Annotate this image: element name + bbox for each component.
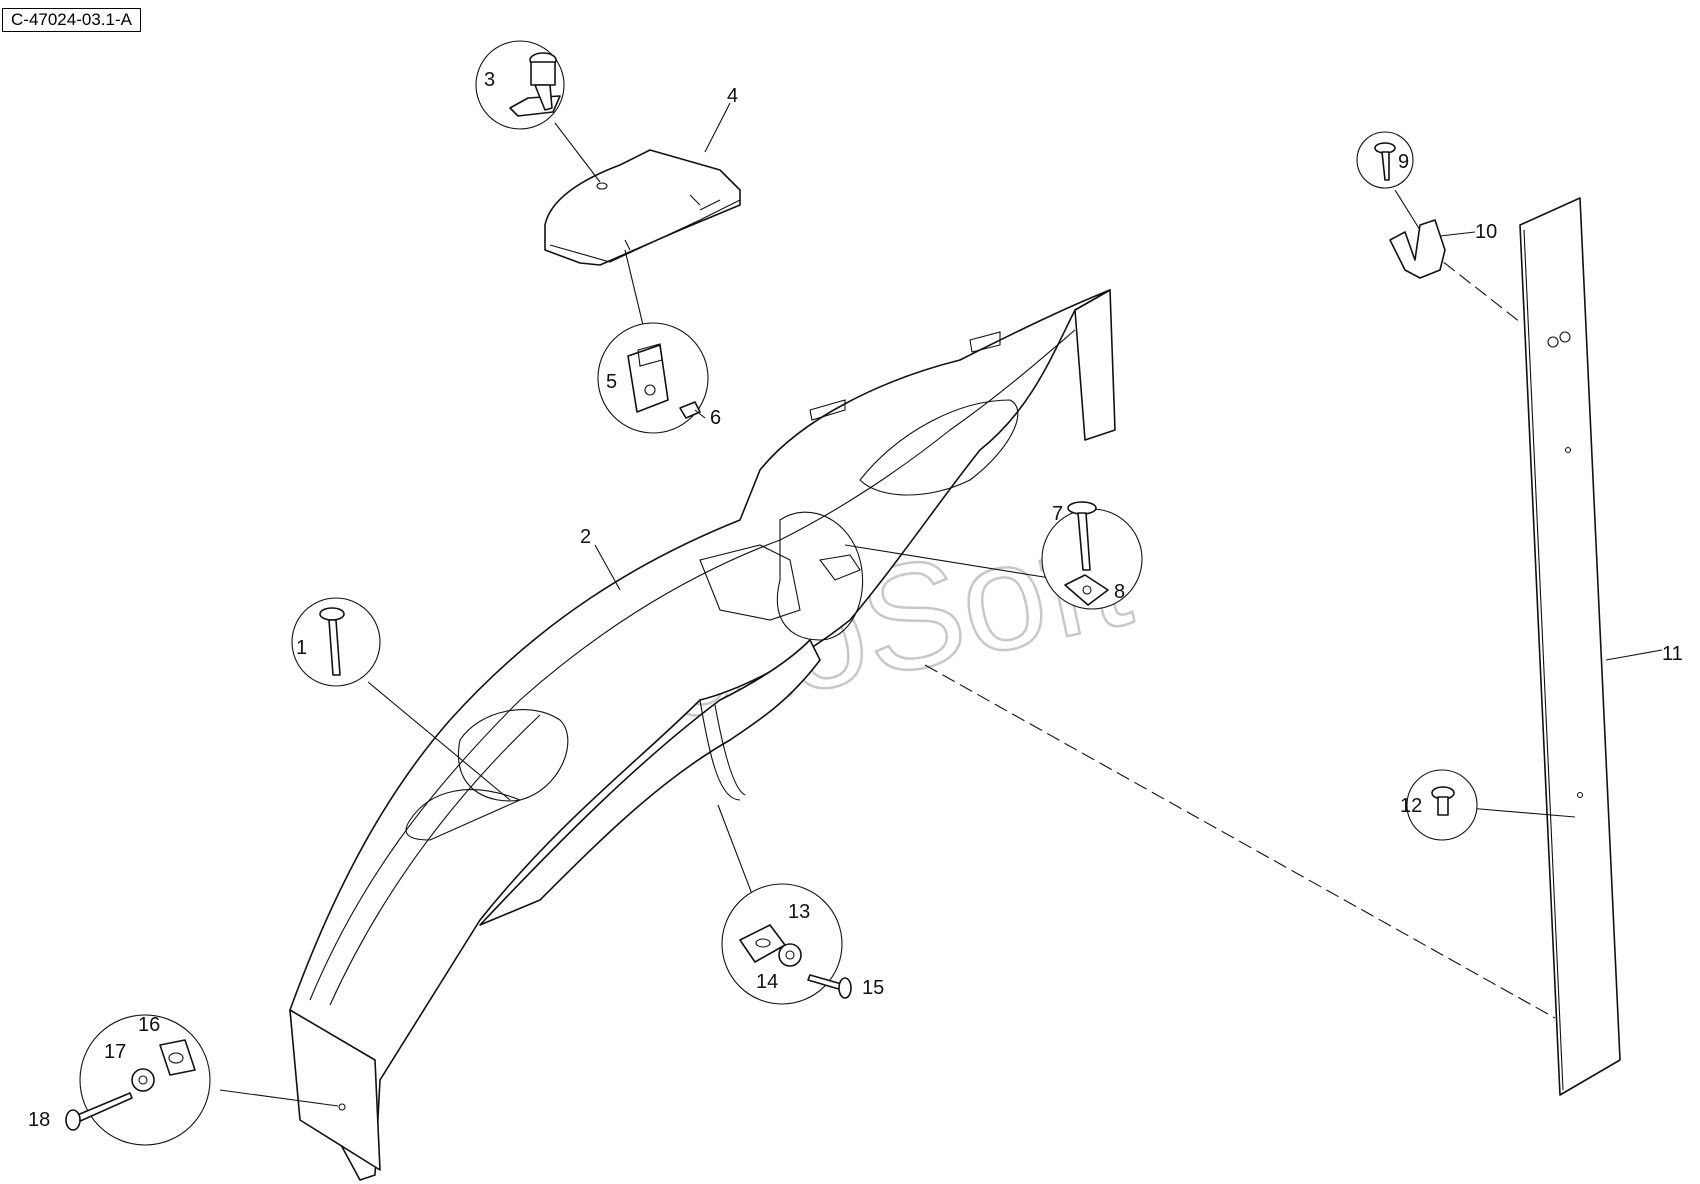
diagram-reference-code: C-47024-03.1-A [2,8,141,32]
callout-11: 11 [1662,643,1683,665]
callout-15: 15 [862,977,884,999]
callout-12: 12 [1400,795,1422,817]
part-2-side-panel[interactable] [289,289,1116,1181]
callout-17: 17 [104,1041,126,1063]
callout-10: 10 [1475,221,1497,243]
detail-circle-9 [1356,131,1414,189]
callout-16: 16 [138,1014,160,1036]
callout-2: 2 [580,526,591,548]
detail-circle-5-6 [597,322,709,434]
callout-labels: 1 2 3 4 5 6 7 8 9 10 11 12 13 14 15 16 1… [28,69,1683,1131]
callout-18: 18 [28,1109,50,1131]
detail-circle-16-17-18 [65,1014,211,1146]
callout-6: 6 [710,407,721,429]
detail-circle-3 [475,40,565,130]
callout-13: 13 [788,901,810,923]
callout-1: 1 [296,637,307,659]
part-11-trim-strip[interactable] [1519,197,1621,1096]
detail-circle-10 [1389,219,1446,279]
callout-5: 5 [606,371,617,393]
callout-8: 8 [1114,581,1125,603]
callout-3: 3 [484,69,495,91]
callout-14: 14 [756,971,778,993]
callout-7: 7 [1052,503,1063,525]
detail-circle-12 [1406,769,1478,841]
detail-circle-1 [291,597,381,687]
callout-9: 9 [1398,151,1409,173]
part-4-lid[interactable] [544,149,741,266]
callout-4: 4 [727,85,738,107]
leader-lines [219,102,1663,1107]
detail-circle-7-8 [1041,501,1143,610]
detail-circle-13-14-15 [721,883,852,1005]
